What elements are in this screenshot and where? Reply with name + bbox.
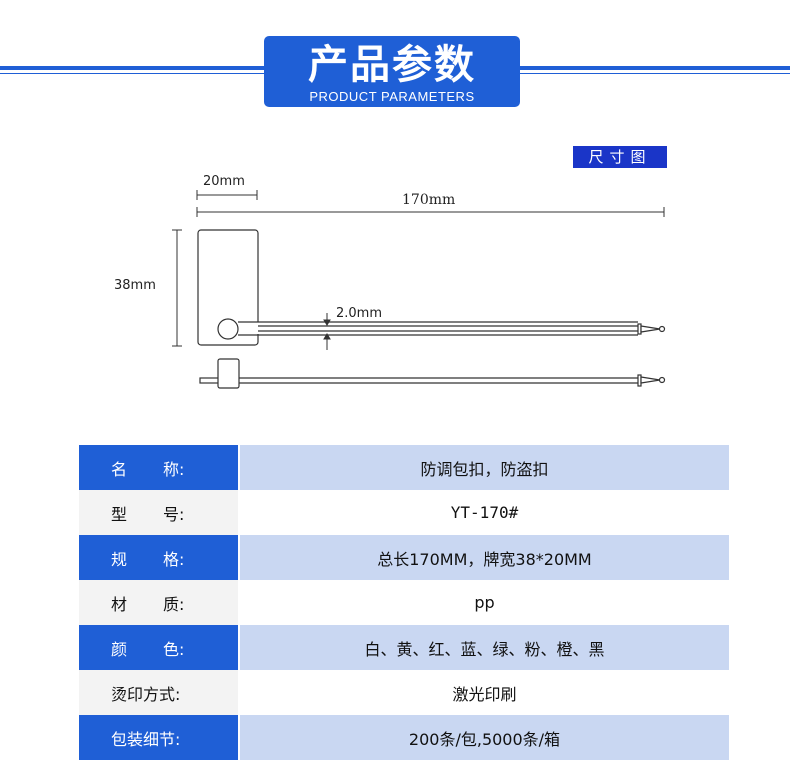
- spec-label-part: 质:: [163, 594, 185, 614]
- spec-label: 型 号:: [79, 490, 238, 535]
- spec-label-part: 格:: [163, 549, 185, 569]
- section-subtitle: PRODUCT PARAMETERS: [309, 89, 475, 104]
- seal-tag-drawing: [197, 229, 638, 346]
- spec-row-packaging: 包装细节: 200条/包,5000条/箱: [79, 715, 729, 760]
- spec-value: 总长170MM，牌宽38*20MM: [240, 535, 729, 580]
- spec-row-color: 颜 色: 白、黄、红、蓝、绿、粉、橙、黑: [79, 625, 729, 670]
- spec-label-part: 型: [111, 504, 128, 524]
- spec-label-part: 称:: [163, 459, 185, 479]
- header-rule-left-thin: [0, 73, 264, 74]
- spec-label: 烫印方式:: [79, 670, 238, 715]
- dimension-diagram: [172, 190, 666, 389]
- header-rule-left: [0, 66, 264, 70]
- spec-label-part: 颜: [111, 639, 128, 659]
- seal-side-view: [199, 358, 666, 389]
- spec-row-printing: 烫印方式: 激光印刷: [79, 670, 729, 715]
- spec-label-part: 包装细节:: [111, 729, 181, 749]
- header-rule-right: [520, 66, 790, 70]
- spec-label-part: 色:: [163, 639, 185, 659]
- spec-value: YT-170#: [240, 490, 729, 535]
- spec-row-name: 名 称: 防调包扣，防盗扣: [79, 445, 729, 490]
- spec-label: 颜 色:: [79, 625, 238, 670]
- spec-row-model: 型 号: YT-170#: [79, 490, 729, 535]
- dim-label-tag-height: 38mm: [114, 278, 156, 293]
- dim-label-tag-width: 20mm: [203, 174, 245, 189]
- spec-label-part: 烫印方式:: [111, 684, 181, 704]
- spec-value: 200条/包,5000条/箱: [240, 715, 729, 760]
- spec-label-part: 规: [111, 549, 128, 569]
- strap-upper: [258, 323, 666, 335]
- spec-value: 激光印刷: [240, 670, 729, 715]
- spec-label: 规 格:: [79, 535, 238, 580]
- header-rule-right-thin: [520, 73, 790, 74]
- spec-label: 包装细节:: [79, 715, 238, 760]
- spec-row-size: 规 格: 总长170MM，牌宽38*20MM: [79, 535, 729, 580]
- dim-label-strap-width: 2.0mm: [336, 306, 383, 321]
- spec-label: 材 质:: [79, 580, 238, 625]
- spec-label-part: 号:: [163, 504, 185, 524]
- dim-label-total-length: 170mm: [402, 192, 456, 208]
- spec-value: 防调包扣，防盗扣: [240, 445, 729, 490]
- spec-value: 白、黄、红、蓝、绿、粉、橙、黑: [240, 625, 729, 670]
- spec-value: pp: [240, 580, 729, 625]
- spec-label-part: 名: [111, 459, 128, 479]
- section-title: 产品参数: [308, 42, 476, 88]
- dimension-badge: 尺寸图: [573, 146, 667, 168]
- spec-row-material: 材 质: pp: [79, 580, 729, 625]
- strap-width-arrows: [323, 313, 392, 350]
- spec-label-part: 材: [111, 594, 128, 614]
- section-header: 产品参数 PRODUCT PARAMETERS: [264, 36, 520, 107]
- spec-table: 名 称: 防调包扣，防盗扣 型 号: YT-170# 规 格: 总长170MM，牌宽3…: [79, 445, 729, 760]
- spec-label: 名 称:: [79, 445, 238, 490]
